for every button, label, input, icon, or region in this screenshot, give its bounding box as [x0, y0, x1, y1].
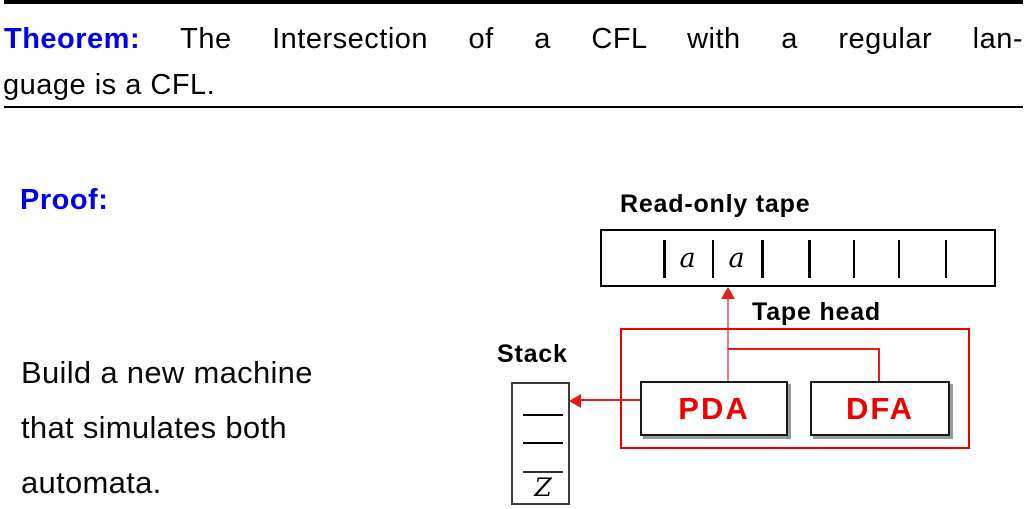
body-text-line3: automata.	[21, 465, 162, 500]
machine-outer-box	[620, 328, 970, 449]
dfa-box: DFA	[810, 381, 950, 436]
separator-rule	[4, 106, 1023, 108]
tape-cell-separator	[853, 240, 855, 278]
stack-arrowhead-icon	[569, 394, 581, 408]
theorem-text-line1: The Intersection of a CFL with a regular…	[180, 23, 1023, 55]
tape-cell-letter: a	[728, 243, 745, 274]
stack-label: Stack	[497, 340, 568, 368]
tape-cell-separator	[945, 240, 947, 278]
pda-dfa-connector-horizontal	[728, 348, 880, 350]
tape-cell-separator	[761, 240, 764, 278]
tape-head-label: Tape head	[752, 298, 881, 326]
stack-bottom-symbol: Z	[534, 473, 552, 502]
theorem-heading-line2: guage is a CFL.	[3, 69, 216, 101]
tape-cell-separator	[663, 240, 666, 278]
proof-label: Proof:	[20, 184, 109, 216]
stack-arrow	[579, 399, 640, 401]
theorem-heading-line1: Theorem: The Intersection of a CFL with …	[4, 16, 1023, 63]
pda-label: PDA	[678, 390, 750, 426]
stack-entry-line	[523, 442, 563, 444]
body-text-line1: Build a new machine	[21, 355, 313, 390]
tape-head-arrowhead-icon	[721, 287, 735, 299]
theorem-label: Theorem:	[4, 23, 141, 55]
tape-cell-separator	[898, 240, 900, 278]
stack-entry-line	[523, 414, 563, 416]
top-rule	[4, 0, 1023, 4]
tape-cell-separator	[712, 240, 714, 278]
tape-cell-separator	[808, 240, 811, 278]
tape-box	[600, 229, 996, 287]
tape-cell-letter: a	[679, 243, 696, 274]
dfa-label: DFA	[846, 390, 914, 426]
tape-head-arrow	[727, 294, 729, 381]
stack-entry-line	[523, 471, 563, 473]
read-only-tape-label: Read-only tape	[620, 190, 811, 218]
pda-box: PDA	[640, 381, 788, 436]
dfa-connector-vertical	[878, 348, 880, 381]
body-text-line2: that simulates both	[21, 410, 287, 445]
